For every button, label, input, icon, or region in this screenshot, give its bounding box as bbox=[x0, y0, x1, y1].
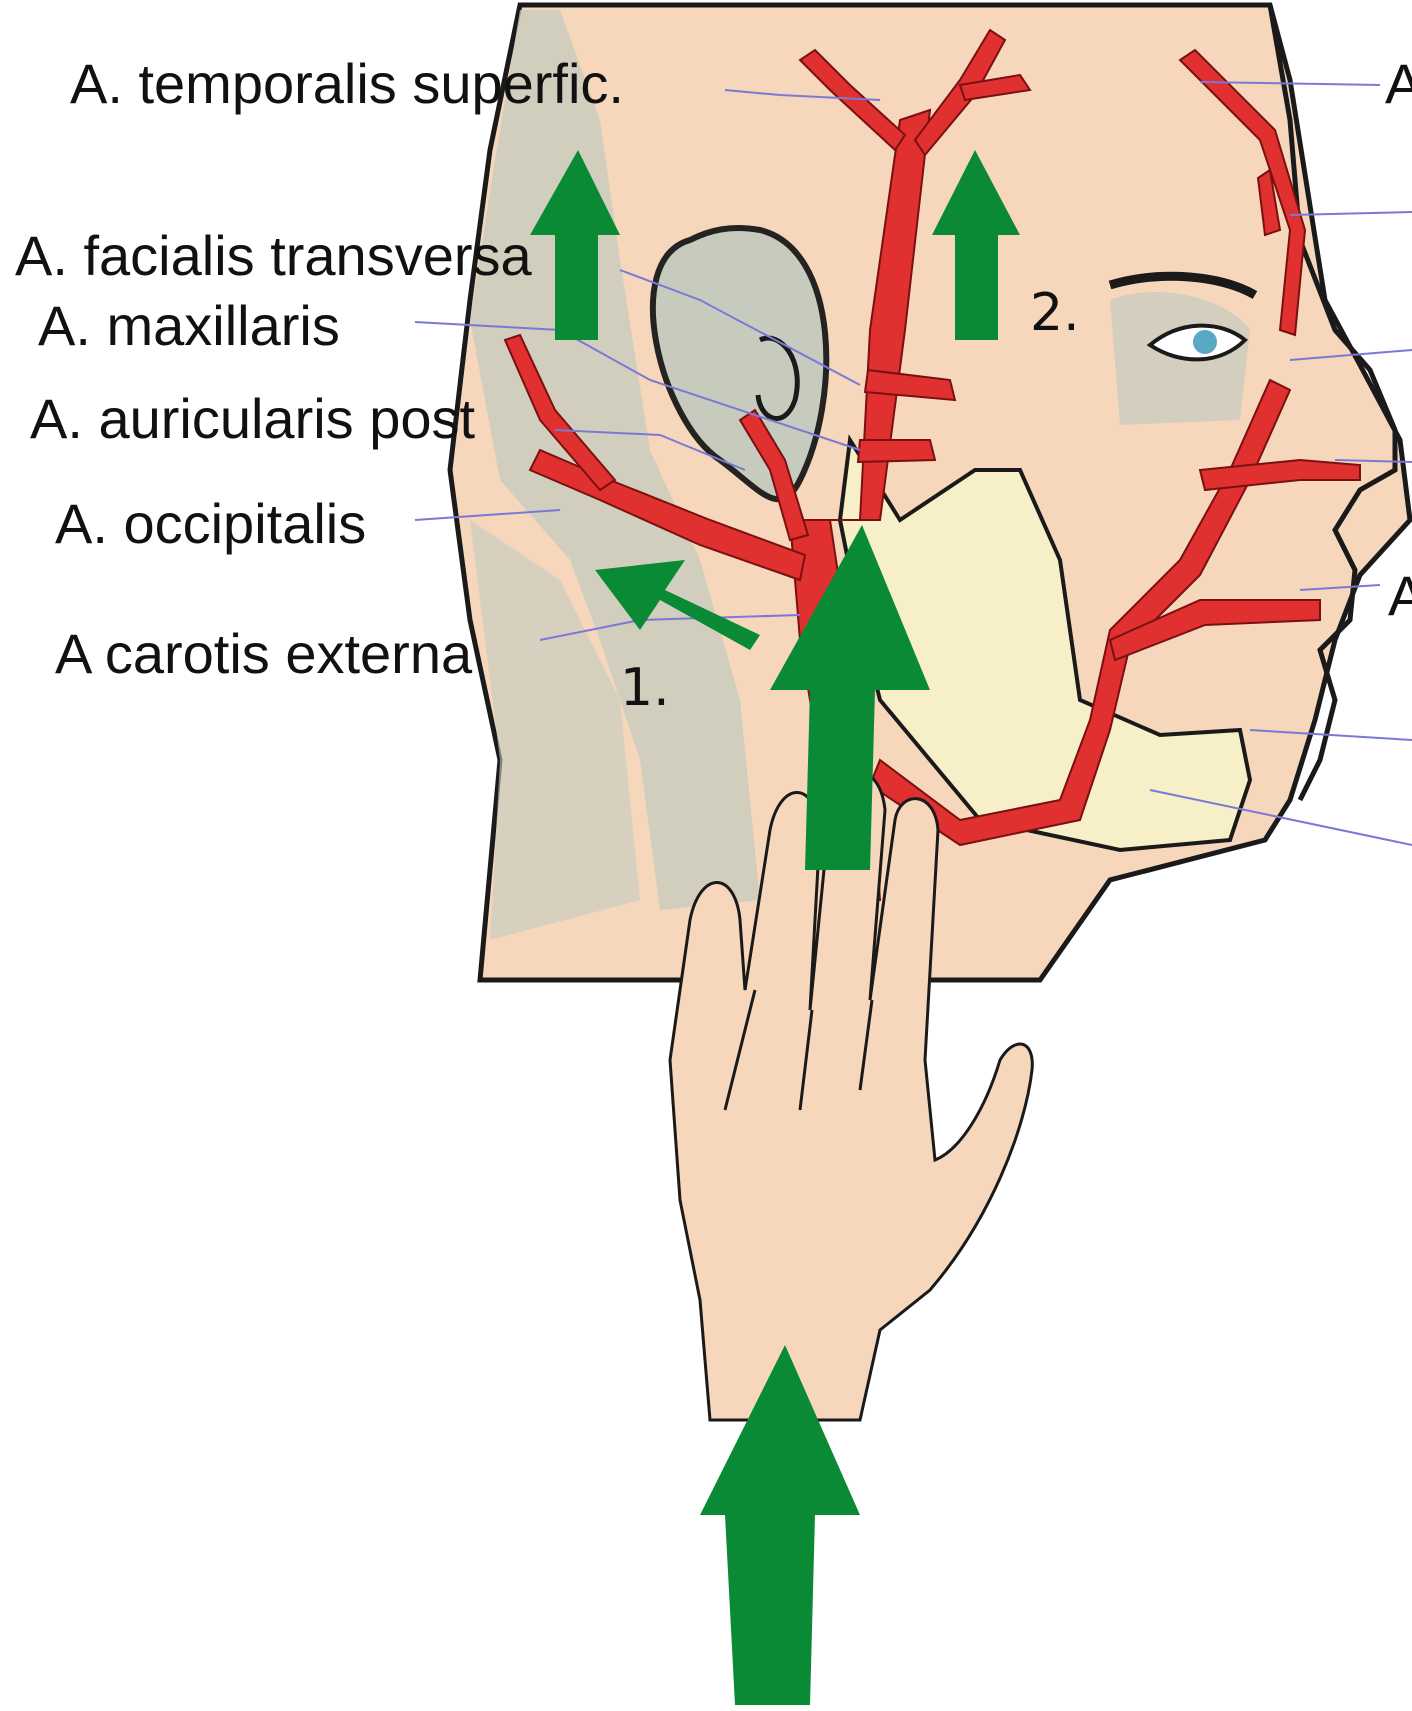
iris bbox=[1193, 330, 1217, 354]
step-number-2: 2. bbox=[1030, 283, 1080, 343]
label-right-partial-top: A bbox=[1385, 52, 1412, 115]
label-right-partial-mid: A bbox=[1388, 564, 1412, 627]
label-occipitalis: A. occipitalis bbox=[55, 492, 366, 555]
label-maxillaris: A. maxillaris bbox=[38, 294, 340, 357]
step-number-1: 1. bbox=[620, 658, 670, 718]
label-auricularis-post: A. auricularis post bbox=[30, 387, 476, 450]
label-temporalis: A. temporalis superfic. bbox=[70, 52, 624, 115]
artery-maxillaris bbox=[858, 440, 935, 462]
label-facialis-transversa: A. facialis transversa bbox=[15, 224, 532, 287]
label-carotis-externa: A carotis externa bbox=[55, 622, 473, 685]
